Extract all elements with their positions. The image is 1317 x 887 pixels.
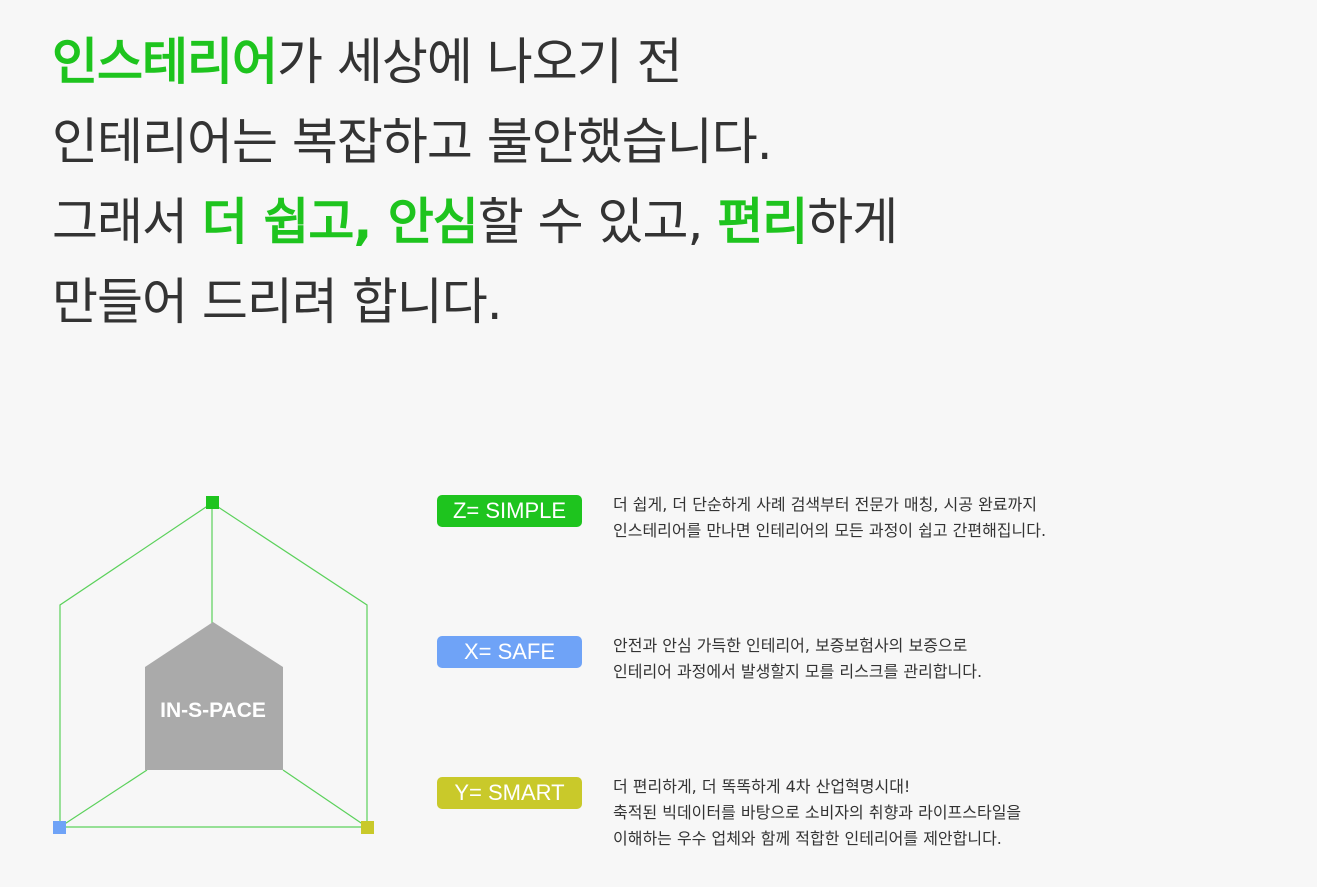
desc-smart: 더 편리하게, 더 똑똑하게 4차 산업혁명시대! 축적된 빅데이터를 바탕으로… — [613, 774, 1021, 852]
headline-line-3: 그래서 더 쉽고, 안심할 수 있고, 편리하게 — [52, 182, 898, 262]
desc-line: 축적된 빅데이터를 바탕으로 소비자의 취향과 라이프스타일을 — [613, 803, 1022, 822]
brand-highlight: 인스테리어 — [52, 33, 278, 91]
highlight-easy-safe: 더 쉽고, 안심 — [201, 193, 479, 251]
house-axis-diagram: IN-S-PACE — [53, 496, 374, 834]
desc-simple: 더 쉽게, 더 단순하게 사례 검색부터 전문가 매칭, 시공 완료까지 인스테… — [613, 492, 1046, 544]
desc-line: 인스테리어를 만나면 인테리어의 모든 과정이 쉽고 간편해집니다. — [613, 521, 1047, 540]
headline: 인스테리어가 세상에 나오기 전 인테리어는 복잡하고 불안했습니다. 그래서 … — [52, 22, 898, 342]
desc-line: 이해하는 우수 업체와 함께 적합한 인테리어를 제안합니다. — [613, 829, 1002, 848]
tag-simple: Z= SIMPLE — [437, 495, 582, 527]
desc-line: 더 편리하게, 더 똑똑하게 4차 산업혁명시대! — [613, 777, 911, 796]
headline-line-3-e: 하게 — [807, 193, 898, 251]
headline-line-3-a: 그래서 — [52, 193, 202, 251]
top-node — [206, 496, 219, 509]
headline-line-3-c: 할 수 있고, — [477, 193, 718, 251]
headline-line-1: 인스테리어가 세상에 나오기 전 — [52, 22, 897, 102]
highlight-convenient: 편리 — [717, 193, 808, 251]
left-node — [53, 821, 66, 834]
tag-safe: X= SAFE — [437, 636, 582, 668]
desc-safe: 안전과 안심 가득한 인테리어, 보증보험사의 보증으로 인테리어 과정에서 발… — [613, 633, 982, 685]
house-label: IN-S-PACE — [160, 699, 266, 722]
desc-line: 더 쉽게, 더 단순하게 사례 검색부터 전문가 매칭, 시공 완료까지 — [613, 495, 1037, 514]
x-axis-line — [59, 769, 148, 828]
desc-line: 안전과 안심 가득한 인테리어, 보증보험사의 보증으로 — [613, 636, 968, 655]
headline-line-2: 인테리어는 복잡하고 불안했습니다. — [52, 113, 773, 171]
right-node — [361, 821, 374, 834]
house-shape — [145, 622, 283, 770]
headline-line-1-rest: 가 세상에 나오기 전 — [277, 33, 683, 91]
y-axis-line — [282, 769, 368, 828]
tag-smart: Y= SMART — [437, 777, 582, 809]
desc-line: 인테리어 과정에서 발생할지 모를 리스크를 관리합니다. — [613, 662, 983, 681]
headline-line-4: 만들어 드리려 합니다. — [52, 273, 503, 331]
